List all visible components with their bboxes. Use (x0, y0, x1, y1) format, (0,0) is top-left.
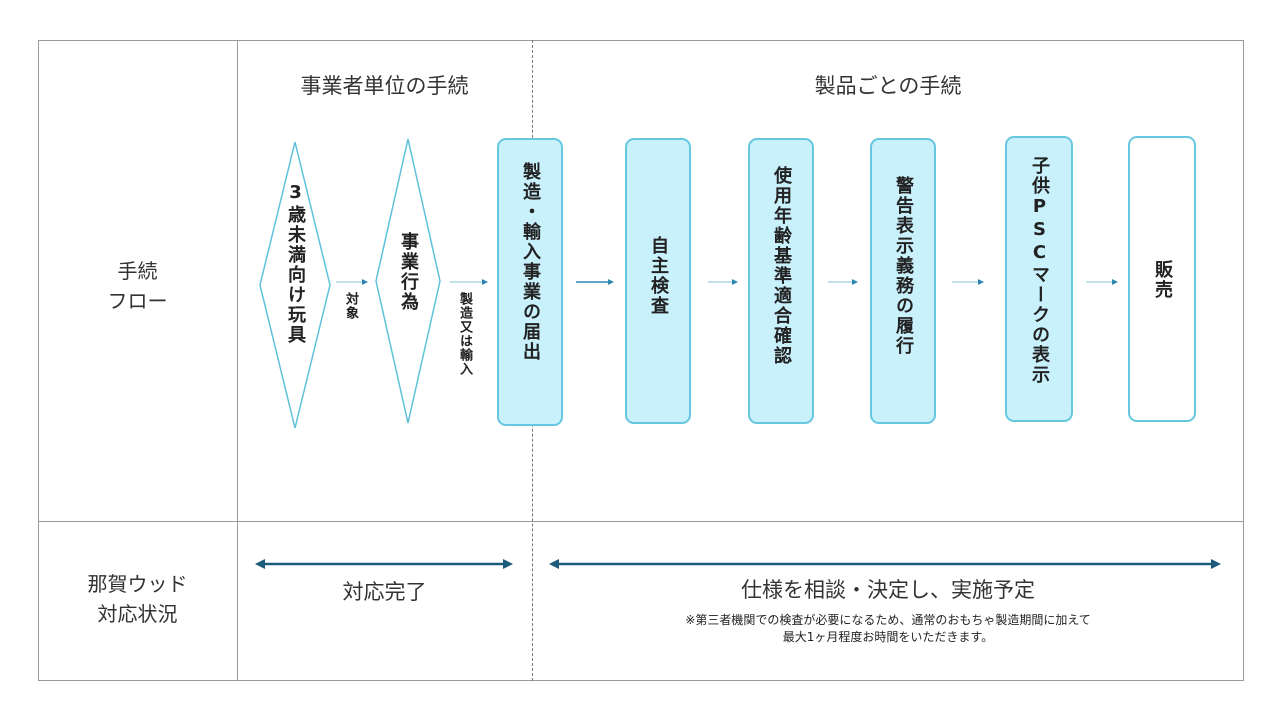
double-arrow-icon (255, 559, 513, 569)
diamond-shape-toys (259, 141, 331, 429)
diamond-toys-label: 3歳未満向け玩具 (285, 182, 306, 345)
step-notification: 製造・輸入事業の届出 (497, 138, 563, 426)
step-sale: 販売 (1128, 136, 1196, 422)
step-psc-mark: 子供PSCマークの表示 (1005, 136, 1073, 422)
row-divider (38, 521, 1244, 522)
arrow-right-icon (336, 279, 368, 285)
arrow-right-icon (708, 279, 738, 285)
arrow-right-icon (952, 279, 984, 285)
double-arrow-icon (549, 559, 1221, 569)
table-frame (38, 40, 1244, 681)
diamond-business-label: 事業行為 (398, 232, 419, 312)
status-planned: 仕様を相談・決定し、実施予定 (741, 578, 1035, 602)
step-age-standard: 使用年齢基準適合確認 (748, 138, 814, 424)
column-divider (237, 40, 238, 681)
step-self-inspection: 自主検査 (625, 138, 691, 424)
arrow-right-icon (1086, 279, 1118, 285)
arrow-right-icon (828, 279, 858, 285)
step-age-standard-label: 使用年齢基準適合確認 (771, 166, 792, 366)
step-warning-label: 警告表示義務の履行 (870, 138, 936, 424)
row-label-status: 那賀ウッド 対応状況 (87, 572, 188, 626)
row-label-flow: 手続 フロー (107, 259, 168, 313)
diamond-shape-business (375, 138, 441, 424)
heading-per-product: 製品ごとの手続 (814, 74, 962, 98)
diamond-business: 事業行為 (374, 232, 442, 312)
heading-business-unit: 事業者単位の手続 (300, 74, 469, 98)
step-psc-mark-label: 子供PSCマークの表示 (1029, 156, 1050, 385)
status-note: ※第三者機関での検査が必要になるため、通常のおもちゃ製造期間に加えて 最大1ヶ月… (685, 613, 1091, 644)
status-done: 対応完了 (342, 580, 427, 604)
arrow-label-manufacture-import: 製造又は輸入 (457, 292, 472, 376)
diamond-toys: 3歳未満向け玩具 (258, 182, 332, 345)
step-sale-label: 販売 (1152, 260, 1173, 300)
arrow-right-icon (450, 279, 488, 285)
step-warning-label-text: 警告表示義務の履行 (893, 176, 914, 356)
step-self-inspection-label: 自主検査 (648, 236, 669, 316)
arrow-right-icon (576, 279, 614, 285)
arrow-label-target: 対象 (343, 292, 358, 320)
step-notification-label: 製造・輸入事業の届出 (520, 162, 541, 362)
